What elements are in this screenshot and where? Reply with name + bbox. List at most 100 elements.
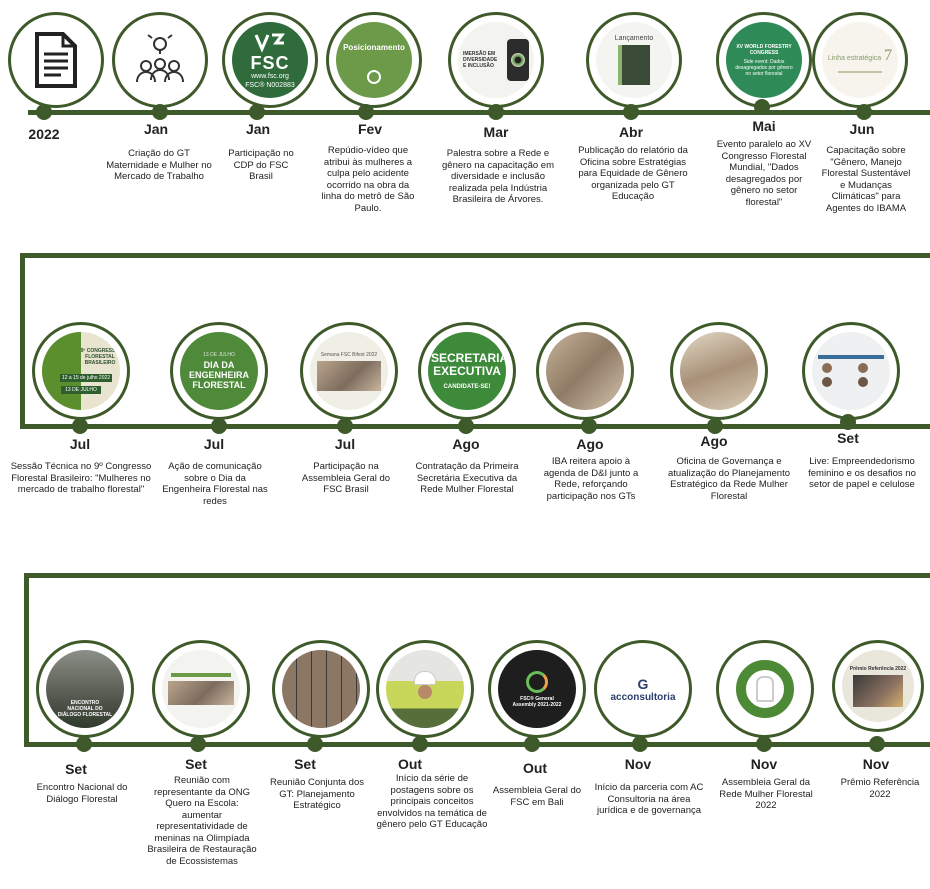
report-cover-image (618, 44, 650, 85)
month-label: Out (397, 756, 423, 772)
team-idea-icon (122, 22, 198, 98)
fsc-logo-text: FSC (250, 53, 290, 73)
event-description: Live: Empreendedorismo feminino e os des… (808, 456, 916, 490)
event-description: Participação na Assembleia Geral do FSC … (301, 461, 391, 495)
month-label: Set (65, 761, 87, 777)
event-description: Assembleia Geral da Rede Mulher Floresta… (719, 777, 813, 811)
timeline-dot (869, 736, 885, 752)
dia-title: DIA DA ENGENHEIRA FLORESTAL (189, 360, 250, 390)
month-label: Set (185, 756, 207, 772)
video-call-photo (546, 332, 624, 410)
cfb-day: 13 DE JULHO (61, 386, 101, 394)
timeline-dot (76, 736, 92, 752)
month-label: Jan (245, 121, 271, 137)
workshop-photo (680, 332, 758, 410)
month-label: Set (294, 756, 316, 772)
timeline-dot (707, 418, 723, 434)
event-description: Repúdio-vídeo que atribui às mulheres a … (321, 145, 415, 214)
month-label: Mar (483, 124, 509, 140)
award-photo (853, 674, 903, 707)
linha-number: 7 (884, 47, 893, 64)
premio-circle: Prêmio Referência 2022 (832, 640, 924, 732)
assembly-logo-icon (526, 670, 548, 693)
linha-label: Linha estratégica (827, 55, 882, 62)
timeline-dot (623, 104, 639, 120)
month-label: Jan (143, 121, 169, 137)
timeline-dot (488, 104, 504, 120)
video-meeting-image (162, 650, 240, 728)
event-description: Início da série de postagens sobre os pr… (376, 773, 488, 830)
month-label: Jul (203, 436, 225, 452)
assembly-label: FSC® General Assembly 2021-2022 (512, 695, 562, 708)
gt-grid-photo (282, 650, 360, 728)
timeline-dot (840, 414, 856, 430)
fsc-code: FSC® N002883 (245, 82, 295, 89)
congress-subtitle: Side event: Dados desagregados por gêner… (735, 58, 793, 77)
timeline-line-row1 (28, 110, 930, 115)
month-label: Nov (624, 756, 652, 772)
timeline-line-row3 (24, 742, 930, 747)
cfb-date: 12 a 15 de julho 2022 (59, 374, 113, 382)
fsc-bifest-circle: Semana FSC Bifest 2022 (300, 322, 398, 420)
event-description: Início da parceria com AC Consultoria na… (594, 782, 704, 816)
group-idea-circle (112, 12, 208, 108)
timeline-dot (756, 736, 772, 752)
event-description: IBA reitera apoio à agenda de D&I junto … (543, 456, 639, 502)
event-description: Oficina de Governança e atualização do P… (667, 456, 790, 502)
ac-logo-text: acconsultoria (610, 691, 676, 703)
imersao-label: IMERSÃO EM DIVERSIDADE E INCLUSÃO (463, 51, 498, 69)
timeline-dot (524, 736, 540, 752)
assembleia-rede-circle (716, 640, 814, 738)
cfb-title: 9º CONGRESSO FLORESTAL BRASILEIRO (80, 348, 120, 366)
timeline-dot (211, 418, 227, 434)
timeline-dot (36, 104, 52, 120)
timeline-dot (632, 736, 648, 752)
cfb-circle: 9º CONGRESSO FLORESTAL BRASILEIRO 12 a 1… (32, 322, 130, 420)
posicionamento-label: Posicionamento (343, 42, 405, 52)
event-description: Assembleia Geral do FSC em Bali (492, 785, 582, 808)
month-label: Mai (752, 118, 776, 134)
timeline-dot (190, 736, 206, 752)
event-description: Prêmio Referência 2022 (840, 777, 920, 800)
month-label: Abr (618, 124, 644, 140)
rede-logo-icon (367, 69, 381, 84)
month-label: Jul (69, 436, 91, 452)
fsc-logo: FSC www.fsc.org FSC® N002883 (232, 22, 308, 98)
posicionamento-circle: Posicionamento (326, 12, 422, 108)
month-label: Ago (452, 436, 480, 452)
document-icon (18, 22, 94, 98)
live-circle (802, 322, 900, 420)
timeline-dot (249, 104, 265, 120)
year-label: 2022 (28, 126, 60, 142)
fsc-bifest-label: Semana FSC Bifest 2022 (320, 351, 378, 358)
timeline-dot (754, 99, 770, 115)
event-description: Contratação da Primeira Secretária Execu… (415, 461, 519, 495)
timeline-line-row2 (20, 424, 930, 429)
postagens-circle (376, 640, 474, 738)
timeline-line-row3-top (24, 573, 930, 578)
speaker-avatar (822, 377, 832, 387)
candidate-label: CANDIDATE-SE! (443, 383, 491, 390)
timeline-dot (152, 104, 168, 120)
iba-meeting-circle (536, 322, 634, 420)
timeline-dot (358, 104, 374, 120)
oficina-circle (670, 322, 768, 420)
quero-escola-circle (152, 640, 250, 738)
timeline-line-row3-left (24, 573, 29, 747)
dia-small-label: 13 DE JULHO (203, 352, 235, 358)
event-description: Reunião com representante da ONG Quero n… (147, 775, 257, 867)
lancamento-circle: Lançamento (586, 12, 682, 108)
secretaria-title: SECRETARIA EXECUTIVA (431, 350, 506, 378)
fsc-circle: FSC www.fsc.org FSC® N002883 (222, 12, 318, 108)
speaker-avatar (858, 377, 868, 387)
ac-logo-icon: G (637, 675, 649, 692)
timeline-dot (337, 418, 353, 434)
month-label: Jul (334, 436, 356, 452)
linha-circle: Linha estratégica 7 (812, 12, 908, 108)
speaker-avatar (822, 363, 832, 373)
live-speakers-image (812, 332, 890, 410)
month-label: Ago (576, 436, 604, 452)
phone-eye-image (507, 39, 529, 81)
encontro-label: ENCONTRO NACIONAL DO DIÁLOGO FLORESTAL (57, 700, 113, 718)
secretaria-circle: SECRETARIA EXECUTIVA CANDIDATE-SE! (418, 322, 516, 420)
